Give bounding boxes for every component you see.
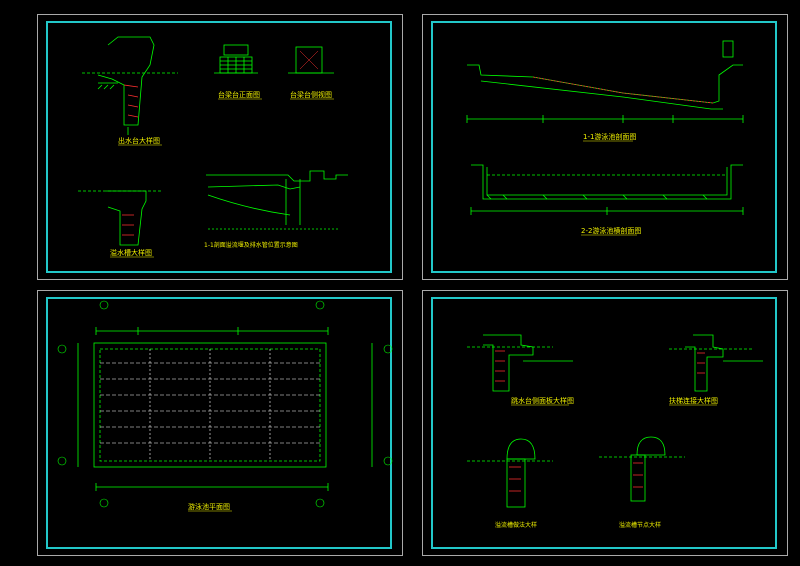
caption-ladder-connection: 扶梯连接大样图 xyxy=(669,396,718,405)
sheet-top-left: 出水台大样图 台梁台正面图 台梁台侧视图 溢水槽大样图 1-1剖面溢流堰及排水管… xyxy=(37,14,403,280)
sheet-3-captions: 游泳池平面图 xyxy=(188,502,232,512)
sheet-bottom-right: 跳水台侧面板大样图 扶梯连接大样图 溢流槽做法大样 溢流槽节点大样 xyxy=(422,290,788,556)
drawing-sheet-3: 游泳池平面图 xyxy=(57,300,393,512)
sheet-border xyxy=(46,297,392,549)
caption-overflow-method: 溢流槽做法大样 xyxy=(495,521,537,529)
caption-overflow-node: 溢流槽节点大样 xyxy=(619,521,661,529)
sheet-1-captions: 出水台大样图 台梁台正面图 台梁台侧视图 溢水槽大样图 1-1剖面溢流堰及排水管… xyxy=(110,90,334,258)
caption-platform-side-panel: 跳水台侧面板大样图 xyxy=(511,396,574,405)
sheet-bottom-left: 游泳池平面图 xyxy=(37,290,403,556)
caption-pool-plan: 游泳池平面图 xyxy=(188,502,230,511)
sheet-border xyxy=(431,21,777,273)
sheet-2-captions: 1-1游泳池剖面图 2-2游泳池横剖面图 xyxy=(581,132,641,236)
sheet-4-captions: 跳水台侧面板大样图 扶梯连接大样图 溢流槽做法大样 溢流槽节点大样 xyxy=(495,396,718,529)
caption-section-long: 1-1游泳池剖面图 xyxy=(583,132,636,141)
caption-section-1-1: 1-1剖面溢流堰及排水管位置示意图 xyxy=(204,241,298,249)
caption-section-cross: 2-2游泳池横剖面图 xyxy=(581,226,641,235)
drawing-sheet-1: 出水台大样图 台梁台正面图 台梁台侧视图 溢水槽大样图 1-1剖面溢流堰及排水管… xyxy=(78,36,348,258)
caption-overflow-detail: 溢水槽大样图 xyxy=(110,248,152,257)
caption-platform-side: 台梁台侧视图 xyxy=(290,90,332,99)
sheet-border xyxy=(46,21,392,273)
drawing-sheet-4: 跳水台侧面板大样图 扶梯连接大样图 溢流槽做法大样 溢流槽节点大样 xyxy=(467,334,763,529)
caption-platform-front: 台梁台正面图 xyxy=(218,90,260,99)
drawing-sheet-2: 1-1游泳池剖面图 2-2游泳池横剖面图 xyxy=(466,40,744,236)
sheet-border xyxy=(431,297,777,549)
caption-outlet-detail: 出水台大样图 xyxy=(118,136,160,145)
sheet-top-right: 1-1游泳池剖面图 2-2游泳池横剖面图 xyxy=(422,14,788,280)
